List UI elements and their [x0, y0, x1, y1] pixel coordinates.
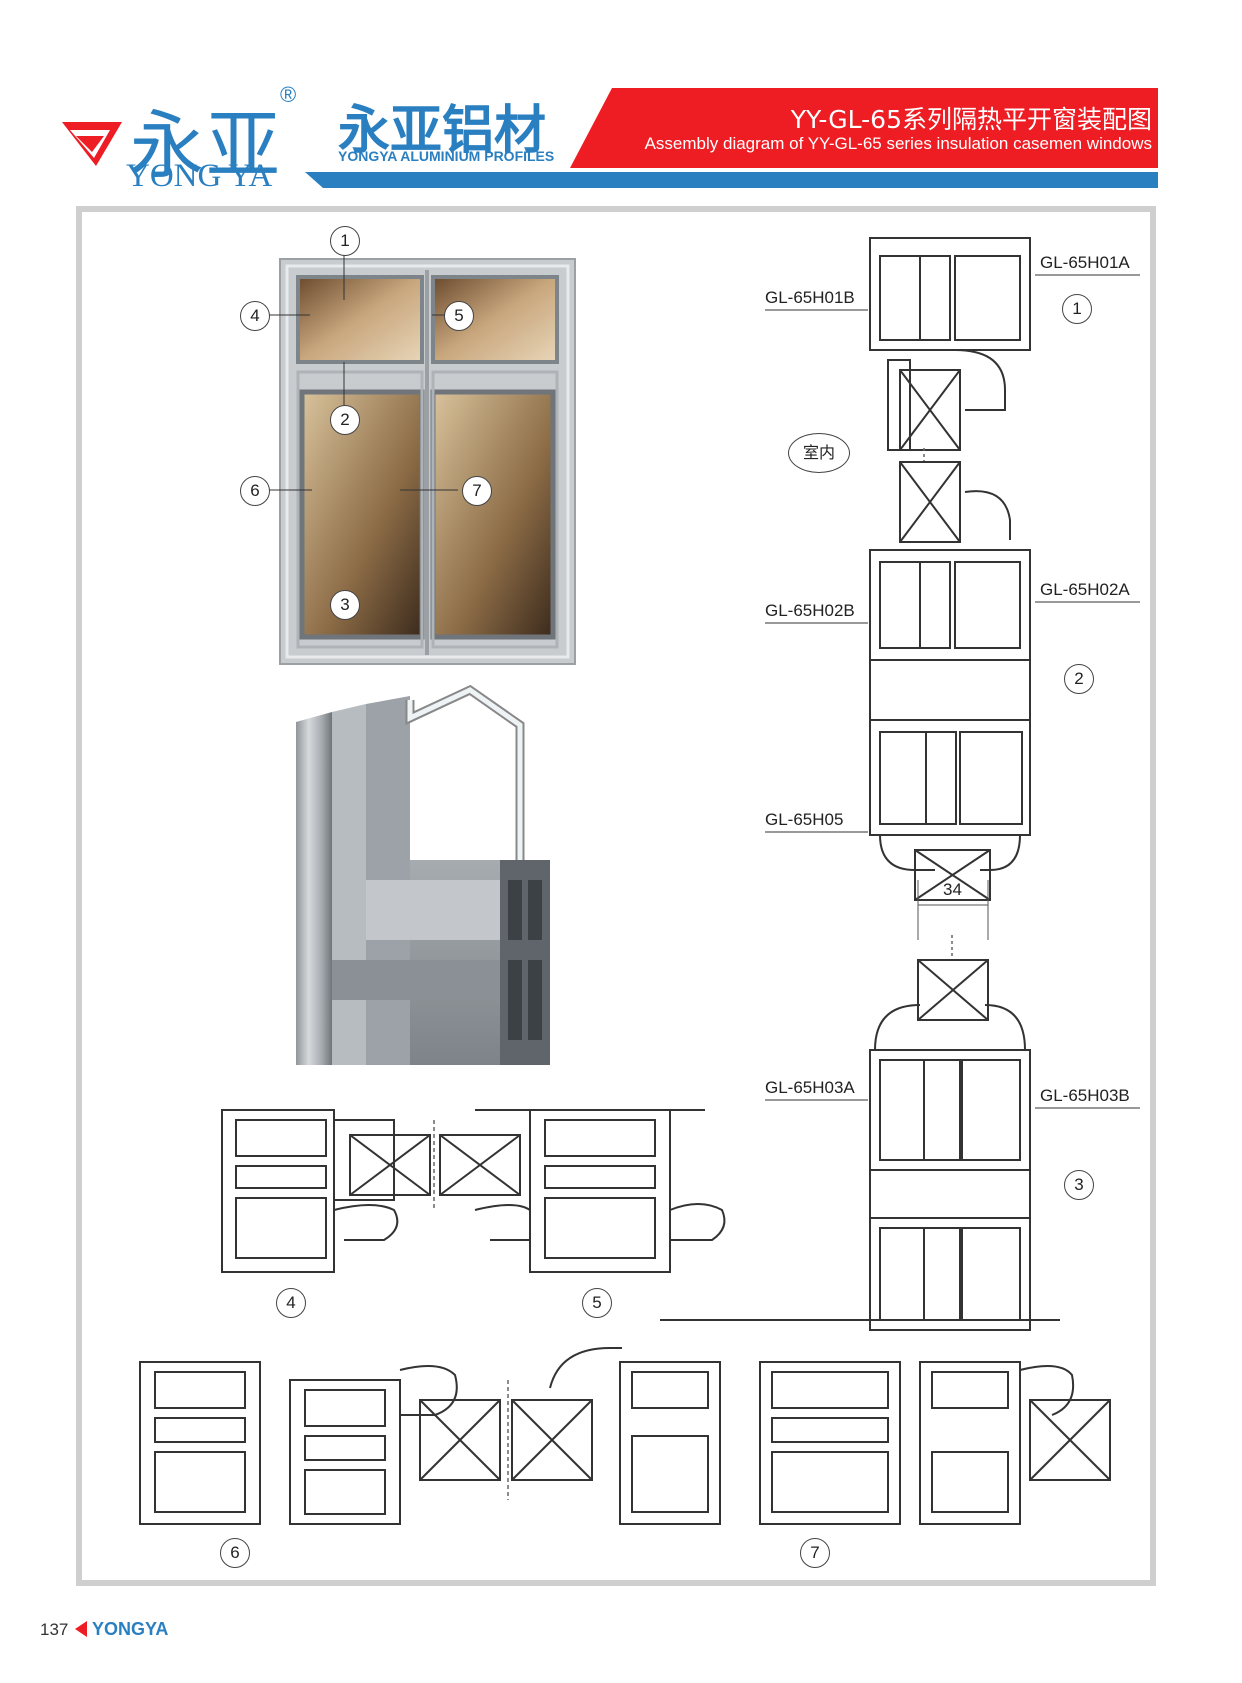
window-callout-5: 5	[444, 301, 474, 331]
dimension-34: 34	[943, 880, 962, 899]
title-underline	[305, 172, 1158, 188]
page-number: 137	[40, 1620, 69, 1639]
section-3-drawing	[869, 959, 1031, 1331]
section-marker-6: 6	[220, 1538, 250, 1568]
page-title-english: Assembly diagram of YY-GL-65 series insu…	[644, 134, 1152, 153]
page-title-chinese: YY-GL-65系列隔热平开窗装配图	[790, 105, 1152, 134]
section-7-drawing	[511, 1319, 1111, 1525]
profile-label-h05: GL-65H05	[765, 810, 844, 829]
section-marker-3: 3	[1064, 1170, 1094, 1200]
profile-label-h02a: GL-65H02A	[1040, 580, 1130, 599]
window-callout-3: 3	[330, 590, 360, 620]
footer-arrow-icon	[75, 1621, 87, 1637]
profile-label-h03a: GL-65H03A	[765, 1078, 855, 1097]
logo-chevron-core	[76, 136, 104, 152]
window-callout-7: 7	[462, 476, 492, 506]
profile-label-underlines	[765, 274, 1140, 1109]
section-4-drawing	[221, 1109, 431, 1273]
window-callout-2: 2	[330, 405, 360, 435]
profile-label-h01a: GL-65H01A	[1040, 253, 1130, 272]
section-1-drawing	[869, 237, 1031, 451]
section-2-drawing	[869, 461, 1031, 901]
brand-english: YONG YA	[126, 158, 273, 194]
indoor-label: 室内	[788, 433, 850, 473]
profile-label-h03b: GL-65H03B	[1040, 1086, 1130, 1105]
content-frame	[76, 206, 1156, 1586]
profile-label-h01b: GL-65H01B	[765, 288, 855, 307]
window-callout-1: 1	[330, 226, 360, 256]
title-banner	[570, 88, 1158, 168]
dimension-34-lines	[917, 880, 989, 940]
window-callout-4: 4	[240, 301, 270, 331]
section-marker-2: 2	[1064, 664, 1094, 694]
company-chinese: 永亚铝材	[338, 101, 547, 161]
registered-mark: ®	[280, 82, 297, 107]
section-5-drawing	[439, 1109, 726, 1273]
section-6-drawing	[139, 1361, 501, 1525]
section-marker-4: 4	[276, 1288, 306, 1318]
section-marker-1: 1	[1062, 294, 1092, 324]
window-leader-lines	[268, 255, 458, 491]
window-photo	[279, 258, 576, 665]
footer-brand: YONGYA	[92, 1619, 169, 1639]
window-callout-6: 6	[240, 476, 270, 506]
profile-label-h02b: GL-65H02B	[765, 601, 855, 620]
section-marker-5: 5	[582, 1288, 612, 1318]
profile-3d-render	[296, 684, 550, 1065]
section-marker-7: 7	[800, 1538, 830, 1568]
company-english: YONGYA ALUMINIUM PROFILES	[338, 148, 555, 164]
brand-chinese: 永亚	[130, 103, 282, 189]
